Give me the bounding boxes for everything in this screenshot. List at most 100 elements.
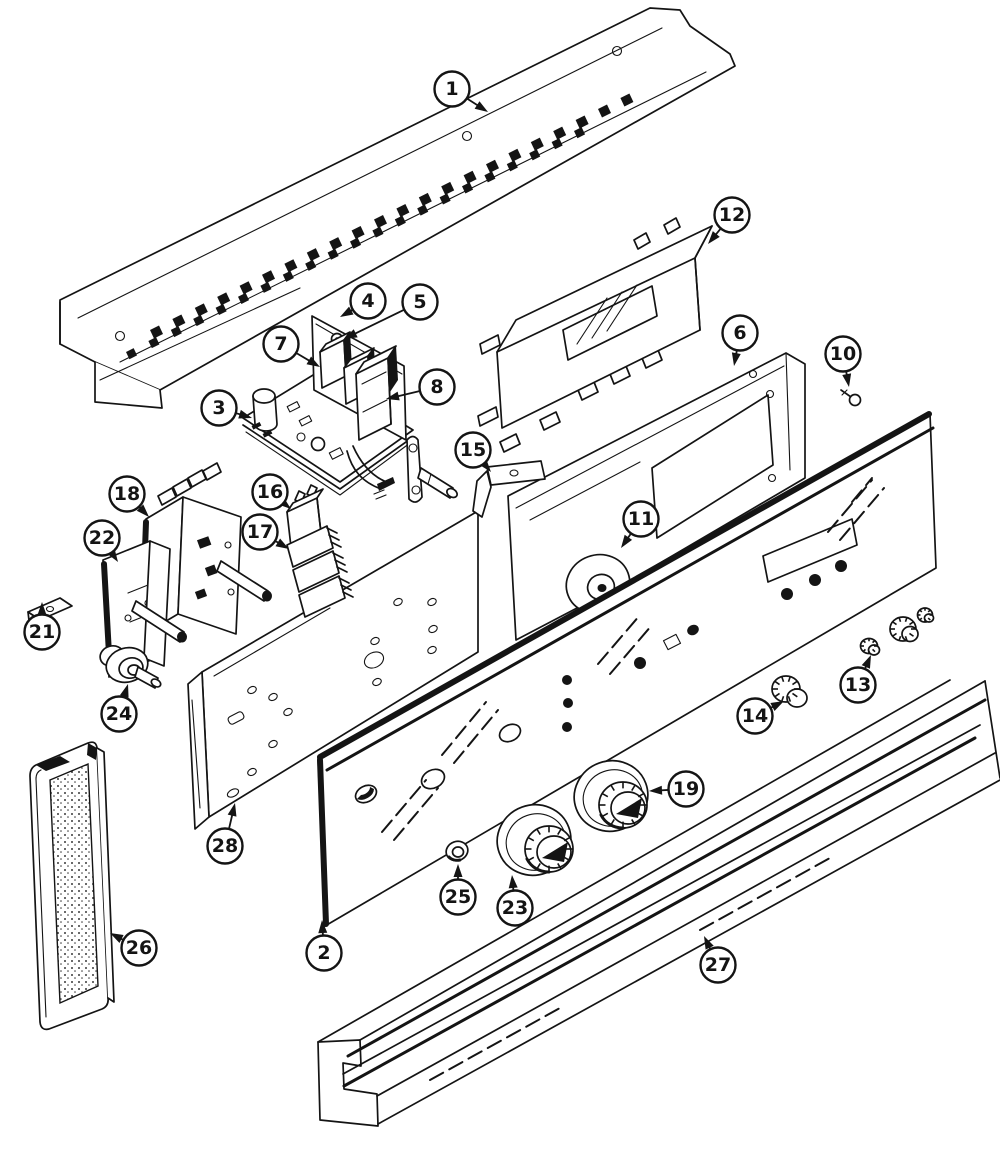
mounting-screw: [840, 389, 862, 407]
callout-2: 2: [305, 920, 343, 972]
roller-pin: [417, 467, 458, 499]
callout-18: 18: [108, 475, 149, 517]
callout-arrow: [861, 655, 871, 669]
callout-number: 4: [361, 290, 374, 312]
switch-backing-panel: [187, 510, 479, 830]
callout-arrow: [474, 101, 488, 112]
transformer: [355, 345, 398, 441]
callout-arrow: [340, 306, 354, 317]
callout-7: 7: [262, 325, 320, 367]
hinge-bracket: [406, 435, 423, 503]
callout-arrow: [770, 701, 784, 711]
callout-arrow: [479, 459, 491, 472]
callout-number: 27: [705, 954, 731, 976]
callout-number: 10: [830, 343, 856, 365]
callout-number: 15: [460, 439, 486, 461]
callout-26: 26: [110, 929, 158, 967]
callout-arrow: [227, 803, 237, 817]
callout-number: 1: [445, 78, 458, 100]
callout-arrow: [119, 684, 129, 698]
callout-number: 16: [257, 481, 283, 503]
callout-number: 22: [89, 527, 115, 549]
callout-number: 7: [274, 333, 287, 355]
callout-number: 11: [628, 508, 654, 530]
circuit-board-assembly: [242, 315, 458, 503]
callout-23: 23: [496, 875, 534, 927]
callout-4: 4: [340, 282, 387, 320]
callout-number: 6: [733, 322, 746, 344]
callout-number: 13: [845, 674, 871, 696]
callout-arrow: [731, 352, 741, 366]
callout-number: 26: [126, 937, 152, 959]
callout-arrow: [318, 920, 328, 934]
end-cap-trim: [29, 741, 115, 1031]
electronic-control: [477, 217, 713, 453]
relay-1: [319, 331, 352, 389]
callout-number: 28: [212, 835, 238, 857]
callout-arrow: [704, 936, 714, 950]
callout-arrow: [621, 534, 633, 548]
callout-28: 28: [206, 803, 244, 865]
lower-trim-rail: [317, 679, 1000, 1127]
callout-arrow: [708, 231, 720, 244]
callout-arrow: [842, 373, 852, 387]
callout-13: 13: [839, 655, 877, 704]
callout-number: 14: [742, 705, 768, 727]
clip-bracket: [472, 460, 546, 518]
callout-arrow: [453, 864, 463, 877]
callout-21: 21: [23, 602, 61, 651]
switch-shaft-front: [131, 600, 187, 643]
callout-16: 16: [251, 473, 291, 511]
callout-number: 12: [719, 204, 745, 226]
callout-number: 21: [29, 621, 55, 643]
callout-number: 23: [502, 897, 528, 919]
callout-arrow: [306, 356, 320, 367]
connector-stack: [286, 525, 354, 618]
callout-number: 24: [106, 703, 132, 725]
callout-arrow: [136, 504, 149, 517]
callout-19: 19: [649, 770, 705, 808]
control-knob-right: [573, 759, 649, 833]
callout-arrow: [508, 875, 518, 889]
callout-number: 3: [212, 397, 225, 419]
callout-15: 15: [454, 431, 492, 472]
switch-shaft-rear: [216, 560, 272, 602]
callout-number: 2: [317, 942, 330, 964]
callout-arrow: [386, 391, 400, 401]
capacitor: [252, 388, 278, 432]
callout-arrow: [344, 329, 358, 339]
vent-trim-rail: [59, 7, 736, 409]
callout-22: 22: [83, 519, 121, 562]
callout-3: 3: [200, 389, 252, 427]
shaft-bushing: [99, 645, 162, 689]
glass-shine-lines: [381, 477, 885, 841]
knurl-ticks: [525, 607, 933, 872]
callout-number: 18: [114, 483, 140, 505]
callout-12: 12: [708, 196, 751, 244]
callout-number: 25: [445, 886, 471, 908]
callout-1: 1: [433, 70, 488, 112]
callout-number: 19: [673, 778, 699, 800]
callout-arrow: [37, 602, 47, 615]
callout-14: 14: [736, 697, 784, 735]
shaft-nut: [445, 840, 469, 862]
switch-cluster: [27, 462, 354, 689]
callout-number: 8: [430, 376, 443, 398]
callout-8: 8: [386, 368, 456, 406]
vent-rail-slots: [126, 93, 634, 360]
callout-arrow: [238, 409, 252, 419]
callout-24: 24: [100, 684, 138, 733]
callout-arrow: [649, 785, 663, 795]
panel-screw-slot: [226, 788, 240, 798]
callout-arrow: [275, 538, 289, 549]
callout-17: 17: [241, 513, 289, 551]
glass-control-panel: [317, 411, 937, 927]
callout-27: 27: [699, 936, 737, 984]
callout-5: 5: [344, 283, 439, 339]
callout-number: 17: [247, 521, 273, 543]
callout-10: 10: [824, 335, 862, 387]
callout-25: 25: [439, 864, 477, 916]
